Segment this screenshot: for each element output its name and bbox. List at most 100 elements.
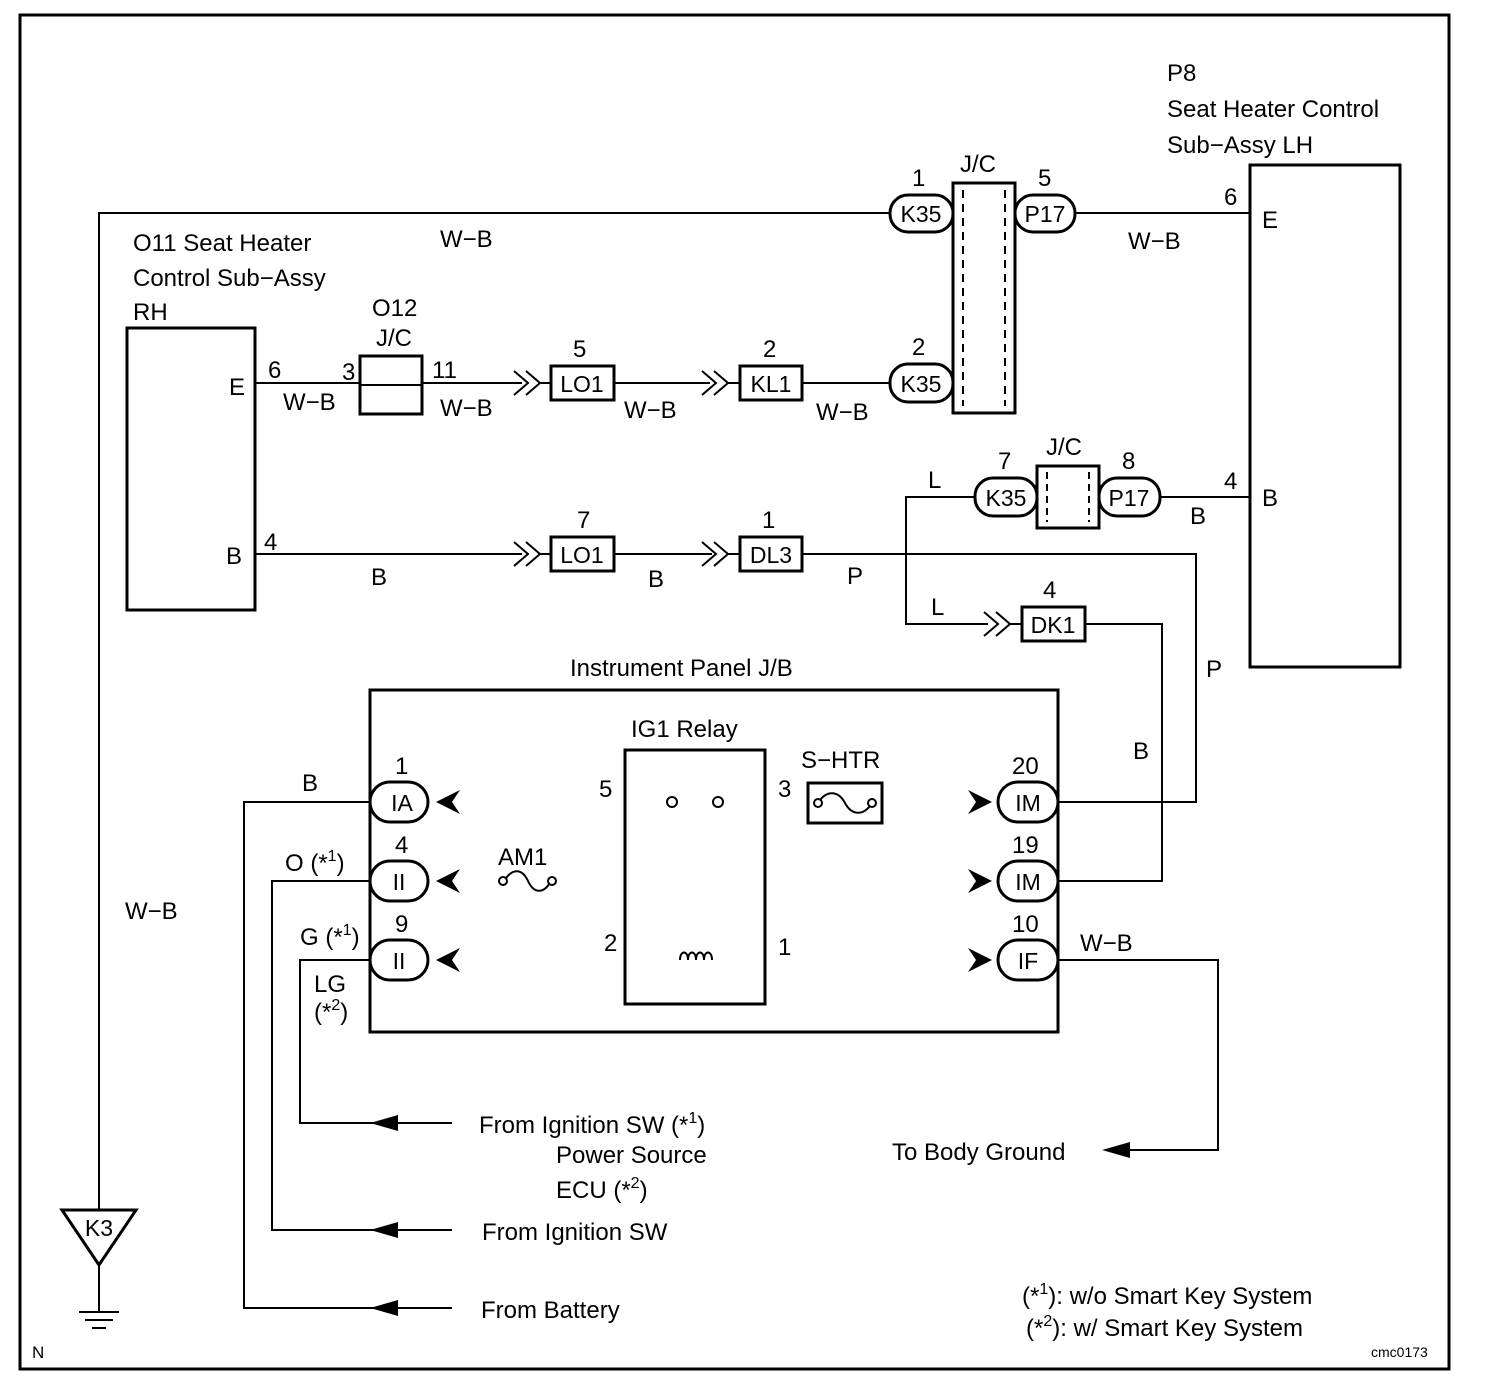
- pin-dl3: 1: [762, 507, 775, 534]
- pin-if-10: 10: [1012, 911, 1039, 938]
- connector-dl3: [738, 535, 804, 573]
- legend-line-2: (*2): w/ Smart Key System: [1026, 1313, 1303, 1342]
- oval-connectors: [368, 193, 1162, 982]
- o11-name-line2: Control Sub−Assy: [133, 265, 326, 292]
- wire-ign-b: [271, 880, 452, 1231]
- pin-o11-e: 6: [268, 357, 281, 384]
- pin-p8-b: 4: [1224, 468, 1237, 495]
- code-p17-top: P17: [1025, 201, 1066, 227]
- o12-type: J/C: [376, 325, 412, 352]
- pin-relay-2: 2: [604, 930, 617, 957]
- wire-color-ii4: O (*1): [285, 848, 345, 877]
- pin-ii-9: 9: [395, 911, 408, 938]
- wire-color-top-run: W−B: [440, 226, 493, 253]
- wire-color-if-wb: W−B: [1080, 930, 1133, 957]
- pin-ii-4: 4: [395, 832, 408, 859]
- o11-component-box: [125, 326, 257, 612]
- pin-relay-1: 1: [778, 934, 791, 961]
- source-battery: From Battery: [481, 1297, 620, 1324]
- wire-color-right-p: P: [1206, 656, 1222, 683]
- source-ignition-sw-1: From Ignition SW (*1): [479, 1110, 705, 1139]
- connector-if-10: [996, 938, 1060, 982]
- o11-pin-b: B: [226, 543, 242, 570]
- p8-component-box: [1248, 163, 1402, 669]
- code-ii-9: II: [393, 948, 406, 974]
- source-arrows: [370, 1115, 1130, 1316]
- connector-p17-mid: [1097, 476, 1162, 518]
- p8-name-line2: Sub−Assy LH: [1167, 132, 1313, 159]
- p8-pin-e: E: [1262, 207, 1278, 234]
- wire-color-ground-wb: W−B: [125, 898, 178, 925]
- relay-contact: [712, 796, 724, 808]
- p8-pin-b: B: [1262, 485, 1278, 512]
- source-ignition-sw: From Ignition SW: [482, 1219, 668, 1246]
- connector-ii-4: [368, 859, 430, 903]
- relay-coil: [679, 951, 713, 961]
- wire-color-p8-b: B: [1190, 503, 1206, 530]
- pin-im-20: 20: [1012, 753, 1039, 780]
- connector-k35-mid: [973, 476, 1039, 518]
- jc-top-label: J/C: [960, 151, 996, 178]
- wire-dl3-im20: [802, 553, 1197, 803]
- s-htr-label: S−HTR: [801, 747, 880, 774]
- o11-pin-e: E: [229, 374, 245, 401]
- pin-ia: 1: [395, 753, 408, 780]
- code-k35-low: K35: [901, 371, 942, 397]
- ground-triangle: [59, 1208, 139, 1268]
- code-dk1: DK1: [1031, 612, 1076, 638]
- connector-im-20: [996, 780, 1060, 824]
- connector-k35-top: [888, 193, 955, 234]
- connector-ii-9: [368, 938, 430, 982]
- jb-arrowheads: [436, 790, 992, 972]
- pin-lo1-bot: 7: [577, 507, 590, 534]
- pin-k35-top: 1: [912, 165, 925, 192]
- connector-im-19: [996, 859, 1060, 903]
- o11-name-line1: O11 Seat Heater: [133, 230, 311, 257]
- connector-k35-low: [888, 362, 955, 404]
- wire-l-k35-dk1: [905, 496, 988, 625]
- wire-color-ii9-lg: LG: [314, 971, 346, 998]
- pin-dk1: 4: [1043, 577, 1056, 604]
- pin-k35-low: 2: [912, 334, 925, 361]
- wire-color-ii9-lg-note: (*2): [314, 997, 348, 1026]
- pin-o11-b: 4: [264, 529, 277, 556]
- legend-line-1: (*1): w/o Smart Key System: [1022, 1281, 1312, 1310]
- inline-connectors: [549, 364, 1087, 643]
- diagram-frame: [18, 13, 1451, 1371]
- pin-p17-top: 5: [1038, 165, 1051, 192]
- wire-color-l-top: L: [928, 467, 941, 494]
- wire-ground-run: [98, 212, 890, 1210]
- corner-mark-left: N: [32, 1343, 44, 1362]
- code-im-20: IM: [1015, 790, 1041, 816]
- p8-code: P8: [1167, 60, 1196, 87]
- chevrons: [513, 370, 1022, 637]
- o11-name-line3: RH: [133, 299, 168, 326]
- wire-color-p8-e: W−B: [1128, 228, 1181, 255]
- am1-label: AM1: [498, 844, 547, 871]
- pin-relay-3: 3: [778, 776, 791, 803]
- wire-color-dl3-out: P: [847, 563, 863, 590]
- instrument-panel-title: Instrument Panel J/B: [570, 655, 793, 682]
- connector-ia: [368, 780, 430, 824]
- wire-color-o11-b: B: [371, 564, 387, 591]
- am1-fuse-element: [503, 870, 552, 892]
- connector-lo1-bot: [549, 535, 616, 573]
- code-ia: IA: [391, 790, 413, 816]
- code-ii-4: II: [393, 869, 406, 895]
- connector-lo1-top: [549, 364, 616, 402]
- wire-color-ii9-g: G (*1): [300, 922, 360, 951]
- wire-color-o11-e: W−B: [283, 389, 336, 416]
- s-htr-fuse-element: [817, 792, 873, 814]
- code-lo1-top: LO1: [560, 371, 603, 397]
- relay-contact: [666, 796, 678, 808]
- dest-body-ground: To Body Ground: [892, 1139, 1065, 1166]
- source-power-source: Power Source: [556, 1142, 707, 1169]
- wire-color-lo1-dl3: B: [648, 566, 664, 593]
- code-im-19: IM: [1015, 869, 1041, 895]
- wire-color-lo1-kl1: W−B: [624, 397, 677, 424]
- pin-im-19: 19: [1012, 832, 1039, 859]
- code-dl3: DL3: [750, 542, 792, 568]
- pin-o12-out: 11: [432, 357, 457, 384]
- pin-kl1: 2: [763, 336, 776, 363]
